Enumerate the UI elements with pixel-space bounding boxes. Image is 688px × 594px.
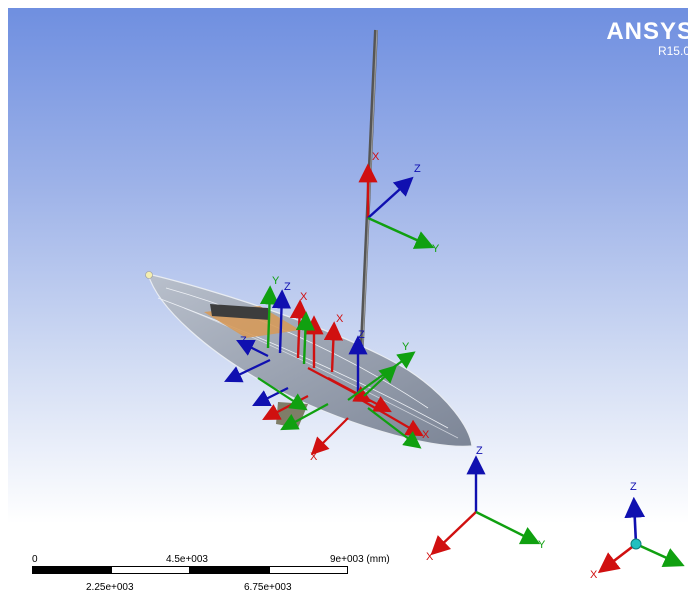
- scale-label-max: 9e+003 (mm): [330, 554, 390, 565]
- scale-segment: [190, 566, 269, 574]
- axis-x-label: X: [310, 451, 318, 463]
- axis-z-label: Z: [358, 329, 365, 341]
- axis-x-label: X: [422, 429, 430, 441]
- model-scene[interactable]: X Z Y Y Z X: [8, 8, 688, 594]
- global-triad[interactable]: Z X: [590, 481, 685, 581]
- scale-segment: [32, 566, 111, 574]
- axis-x-label: X: [372, 151, 380, 163]
- axis-y-label: Y: [402, 341, 410, 353]
- hull[interactable]: [145, 271, 473, 447]
- axis-x-label: X: [426, 551, 434, 563]
- scale-label-three-quarter: 6.75e+003: [244, 582, 292, 593]
- axis-y-label: Y: [538, 539, 546, 551]
- graphics-viewport[interactable]: ANSYS R15.0: [8, 8, 688, 594]
- axis-x-label: X: [336, 313, 344, 325]
- scale-bar: 0 4.5e+003 9e+003 (mm) 2.25e+003 6.75e+0…: [32, 554, 432, 594]
- axis-z-label: Z: [476, 445, 483, 457]
- scale-label-quarter: 2.25e+003: [86, 582, 134, 593]
- axis-z-label: Z: [630, 481, 637, 493]
- hull-coordinate-systems: Y Z X X Z Z Y X X: [224, 275, 430, 463]
- brand-version: R15.0: [657, 44, 688, 58]
- scale-label-mid: 4.5e+003: [166, 554, 208, 565]
- scale-segment: [269, 566, 348, 574]
- axis-y-label: Y: [272, 275, 280, 287]
- cockpit-deck[interactable]: [204, 304, 300, 338]
- scale-label-0: 0: [32, 554, 38, 565]
- scale-segment: [111, 566, 190, 574]
- brand-name: ANSYS: [606, 18, 688, 45]
- bow-coordinate-system: Z X Y: [426, 445, 546, 563]
- axis-z-label: Z: [284, 281, 291, 293]
- axis-z-label: Z: [240, 335, 247, 347]
- mast-coordinate-system: X Z Y: [358, 151, 440, 255]
- axis-y-label: Y: [432, 243, 440, 255]
- ansys-logo: ANSYS R15.0: [606, 18, 688, 59]
- axis-x-label: X: [300, 291, 308, 303]
- axis-z-label: Z: [414, 163, 421, 175]
- axis-x-label: X: [590, 569, 598, 581]
